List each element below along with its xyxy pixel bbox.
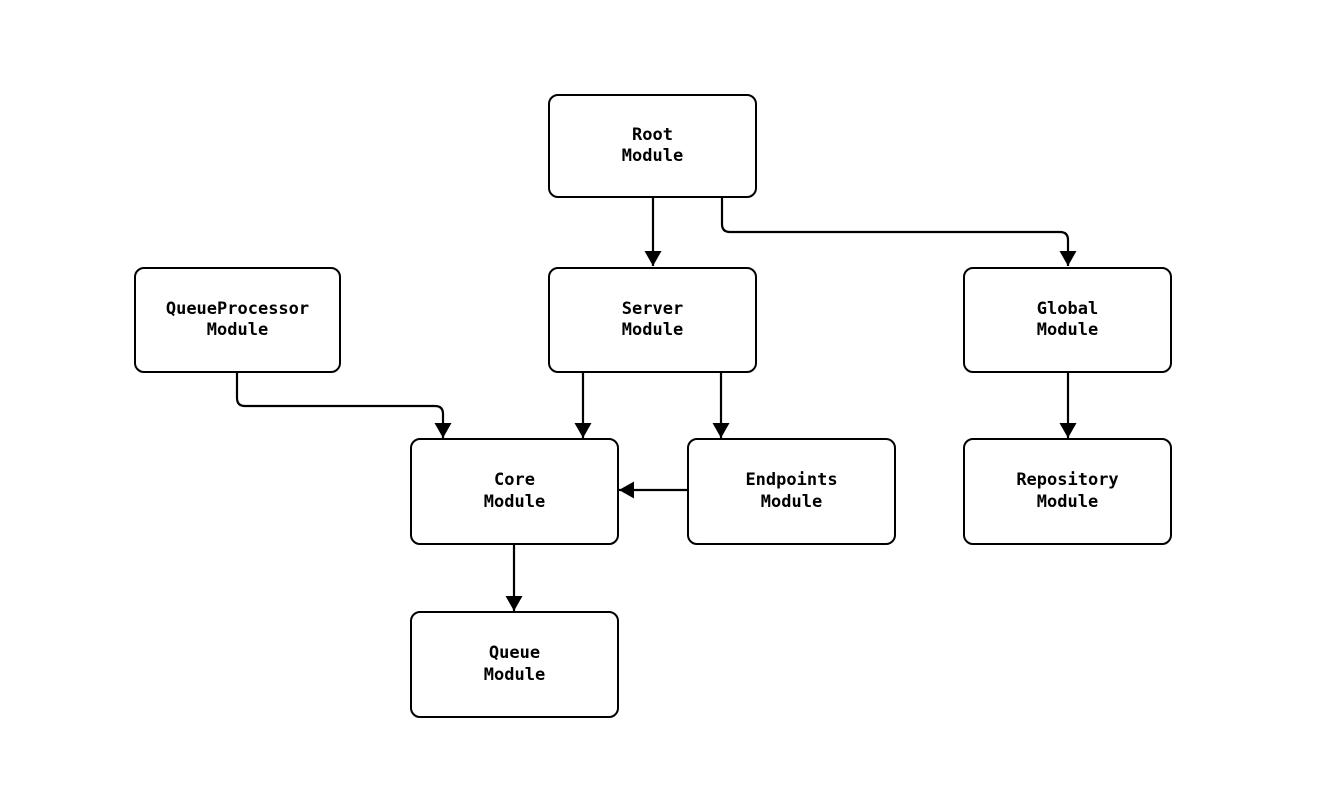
node-label-line: Repository [1016, 470, 1119, 490]
node-label-line: Module [1036, 320, 1099, 340]
node-label-line: Server [621, 298, 684, 319]
arrowhead-core-to-queue [505, 596, 523, 611]
arrowhead-global-to-repository [1059, 423, 1077, 438]
node-label-line: Queue [488, 643, 541, 663]
node-label-line: Module [1036, 491, 1099, 512]
arrowhead-root-to-global [1059, 251, 1077, 266]
node-label-line: Root [632, 124, 673, 145]
arrowhead-endpoints-to-core [619, 481, 634, 499]
node-label-line: Module [483, 491, 546, 512]
node-label-line: Core [494, 470, 535, 490]
node-label-line: Module [206, 320, 269, 340]
arrowhead-queueprocessor-to-core [434, 423, 452, 438]
node-label-line: Module [621, 146, 684, 166]
arrowhead-root-to-server [644, 251, 662, 266]
arrowhead-server-to-endpoints [712, 423, 730, 438]
edge-queueprocessor-to-core [235, 373, 445, 438]
node-label-line: Module [621, 320, 684, 340]
arrowhead-server-to-core [574, 423, 592, 438]
node-label-line: Module [483, 664, 546, 685]
node-label-line: QueueProcessor [165, 298, 310, 319]
edge-root-to-global [720, 198, 1070, 266]
node-label-line: Global [1036, 298, 1099, 319]
node-label-line: Module [760, 491, 823, 512]
node-label-line: Endpoints [745, 470, 838, 490]
